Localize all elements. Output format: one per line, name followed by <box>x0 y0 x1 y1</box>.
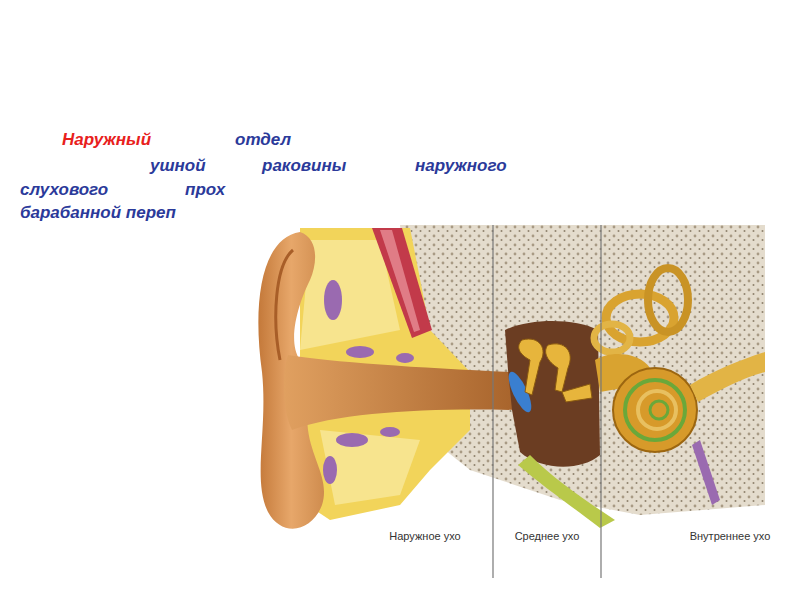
muscle <box>380 230 420 332</box>
semicircular-canal <box>594 324 630 352</box>
body-word: слухового <box>20 180 108 200</box>
section-divider <box>492 225 493 578</box>
stapes <box>562 384 592 402</box>
gland <box>324 280 342 320</box>
auricle-fold <box>276 250 293 360</box>
body-word: барабанной переп <box>20 203 176 223</box>
heading-word: отдел <box>235 130 291 150</box>
vessel <box>692 440 720 505</box>
body-word: наружного <box>415 156 507 176</box>
auditory-nerve <box>690 352 765 402</box>
cochlea-turn <box>650 401 668 419</box>
gland <box>346 346 374 358</box>
muscle <box>372 228 432 338</box>
cochlea-turn <box>625 380 685 440</box>
body-word: раковины <box>262 156 346 176</box>
section-label: Наружное ухо <box>383 530 467 544</box>
incus <box>546 344 571 392</box>
section-label: Внутреннее ухо <box>688 530 772 544</box>
cochlea-turn <box>638 391 676 429</box>
tympanic-cavity <box>505 321 600 467</box>
gland <box>380 427 400 437</box>
section-label: Среднее ухо <box>505 530 589 544</box>
ear-canal <box>284 355 514 430</box>
gland <box>396 353 414 363</box>
section-divider <box>600 225 601 578</box>
heading-word: Наружный <box>62 130 151 150</box>
cochlea <box>613 368 697 452</box>
gland <box>336 433 368 447</box>
soft-tissue <box>320 430 420 505</box>
semicircular-canal <box>648 268 688 332</box>
malleus <box>519 339 543 395</box>
body-word: ушной <box>150 156 206 176</box>
body-word: прох <box>185 180 225 200</box>
gland <box>323 456 337 484</box>
